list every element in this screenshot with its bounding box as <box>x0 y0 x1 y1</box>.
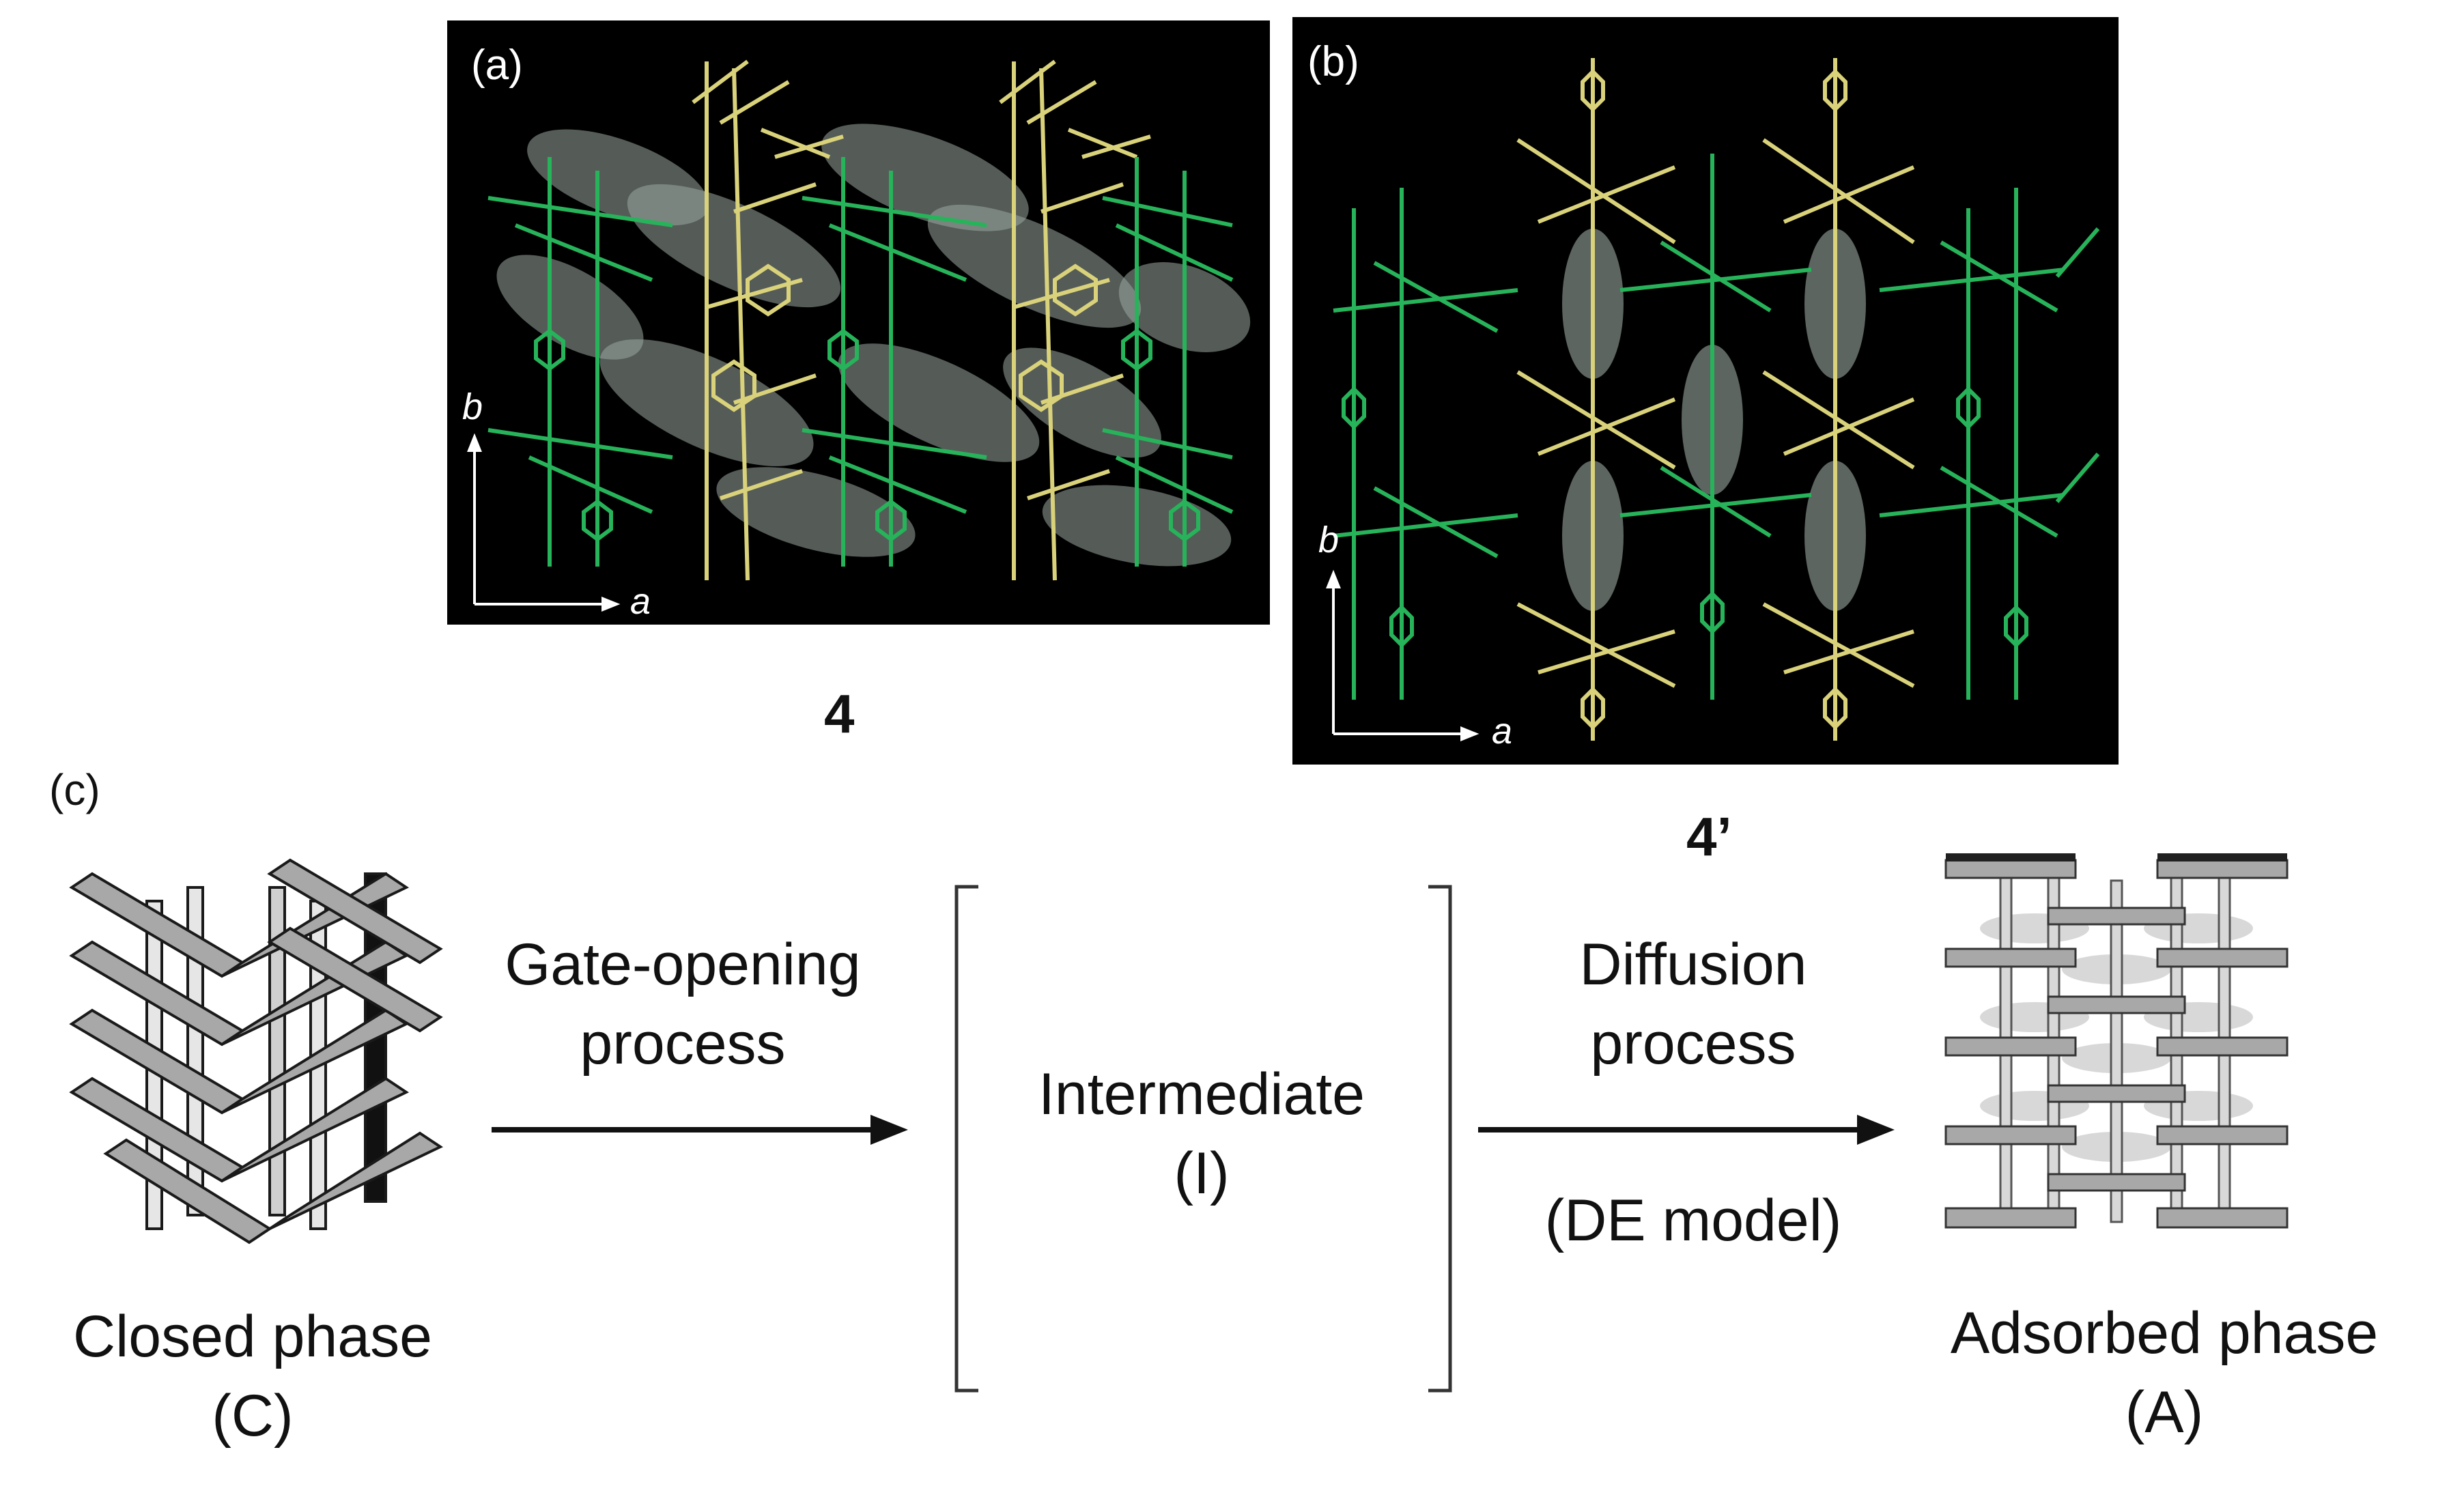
diffusion-line1: Diffusion <box>1579 932 1807 997</box>
yellow-framework-a <box>692 59 1151 581</box>
diffusion-caption: Diffusion process <box>1461 925 1925 1083</box>
panel-a: (a) b a <box>447 20 1270 625</box>
intermediate-title: Intermediate <box>1038 1062 1365 1127</box>
intermediate-caption: Intermediate (I) <box>963 1055 1441 1213</box>
panel-c-label: (c) <box>49 765 100 814</box>
gate-opening-caption: Gate-opening process <box>451 925 915 1083</box>
green-framework-a <box>487 157 1234 567</box>
adsorbed-phase-title: Adsorbed phase <box>1950 1300 2379 1366</box>
gate-opening-arrow <box>492 1115 908 1145</box>
green-framework-b <box>1333 154 2100 700</box>
crystal-structure-b <box>1326 58 2100 741</box>
axes-b <box>1326 569 1479 741</box>
crystal-structure-a <box>467 59 1251 612</box>
closed-phase-graphic <box>69 858 444 1244</box>
axes-a <box>467 433 621 612</box>
adsorbed-phase-graphic <box>1944 853 2289 1229</box>
axis-a-label: a <box>630 581 651 622</box>
diffusion-arrow <box>1478 1115 1895 1145</box>
panel-a-label: (a) <box>471 42 523 89</box>
compound-4-label: 4 <box>824 683 855 744</box>
gate-opening-line1: Gate-opening <box>505 932 861 997</box>
axis-a-label: a <box>1492 711 1513 752</box>
compound-4prime-label: 4’ <box>1686 806 1732 867</box>
axis-b-label: b <box>1318 519 1340 560</box>
adsorbed-phase-symbol: (A) <box>2125 1380 2204 1446</box>
intermediate-symbol: (I) <box>1174 1141 1230 1207</box>
diffusion-line2: process <box>1590 1011 1796 1077</box>
panel-b-label: (b) <box>1307 38 1359 85</box>
gate-opening-line2: process <box>580 1011 786 1077</box>
adsorbed-phase-caption: Adsorbed phase (A) <box>1884 1294 2444 1452</box>
panel-b: (b) b a <box>1292 17 2119 765</box>
yellow-framework-b <box>1516 58 1915 741</box>
closed-phase-title: Closed phase <box>73 1304 432 1369</box>
axis-b-label: b <box>462 386 483 427</box>
closed-phase-symbol: (C) <box>212 1383 294 1449</box>
intermediate-brackets <box>954 885 1452 1393</box>
closed-phase-caption: Closed phase (C) <box>14 1297 492 1455</box>
de-model-caption: (DE model) <box>1544 1188 1842 1253</box>
